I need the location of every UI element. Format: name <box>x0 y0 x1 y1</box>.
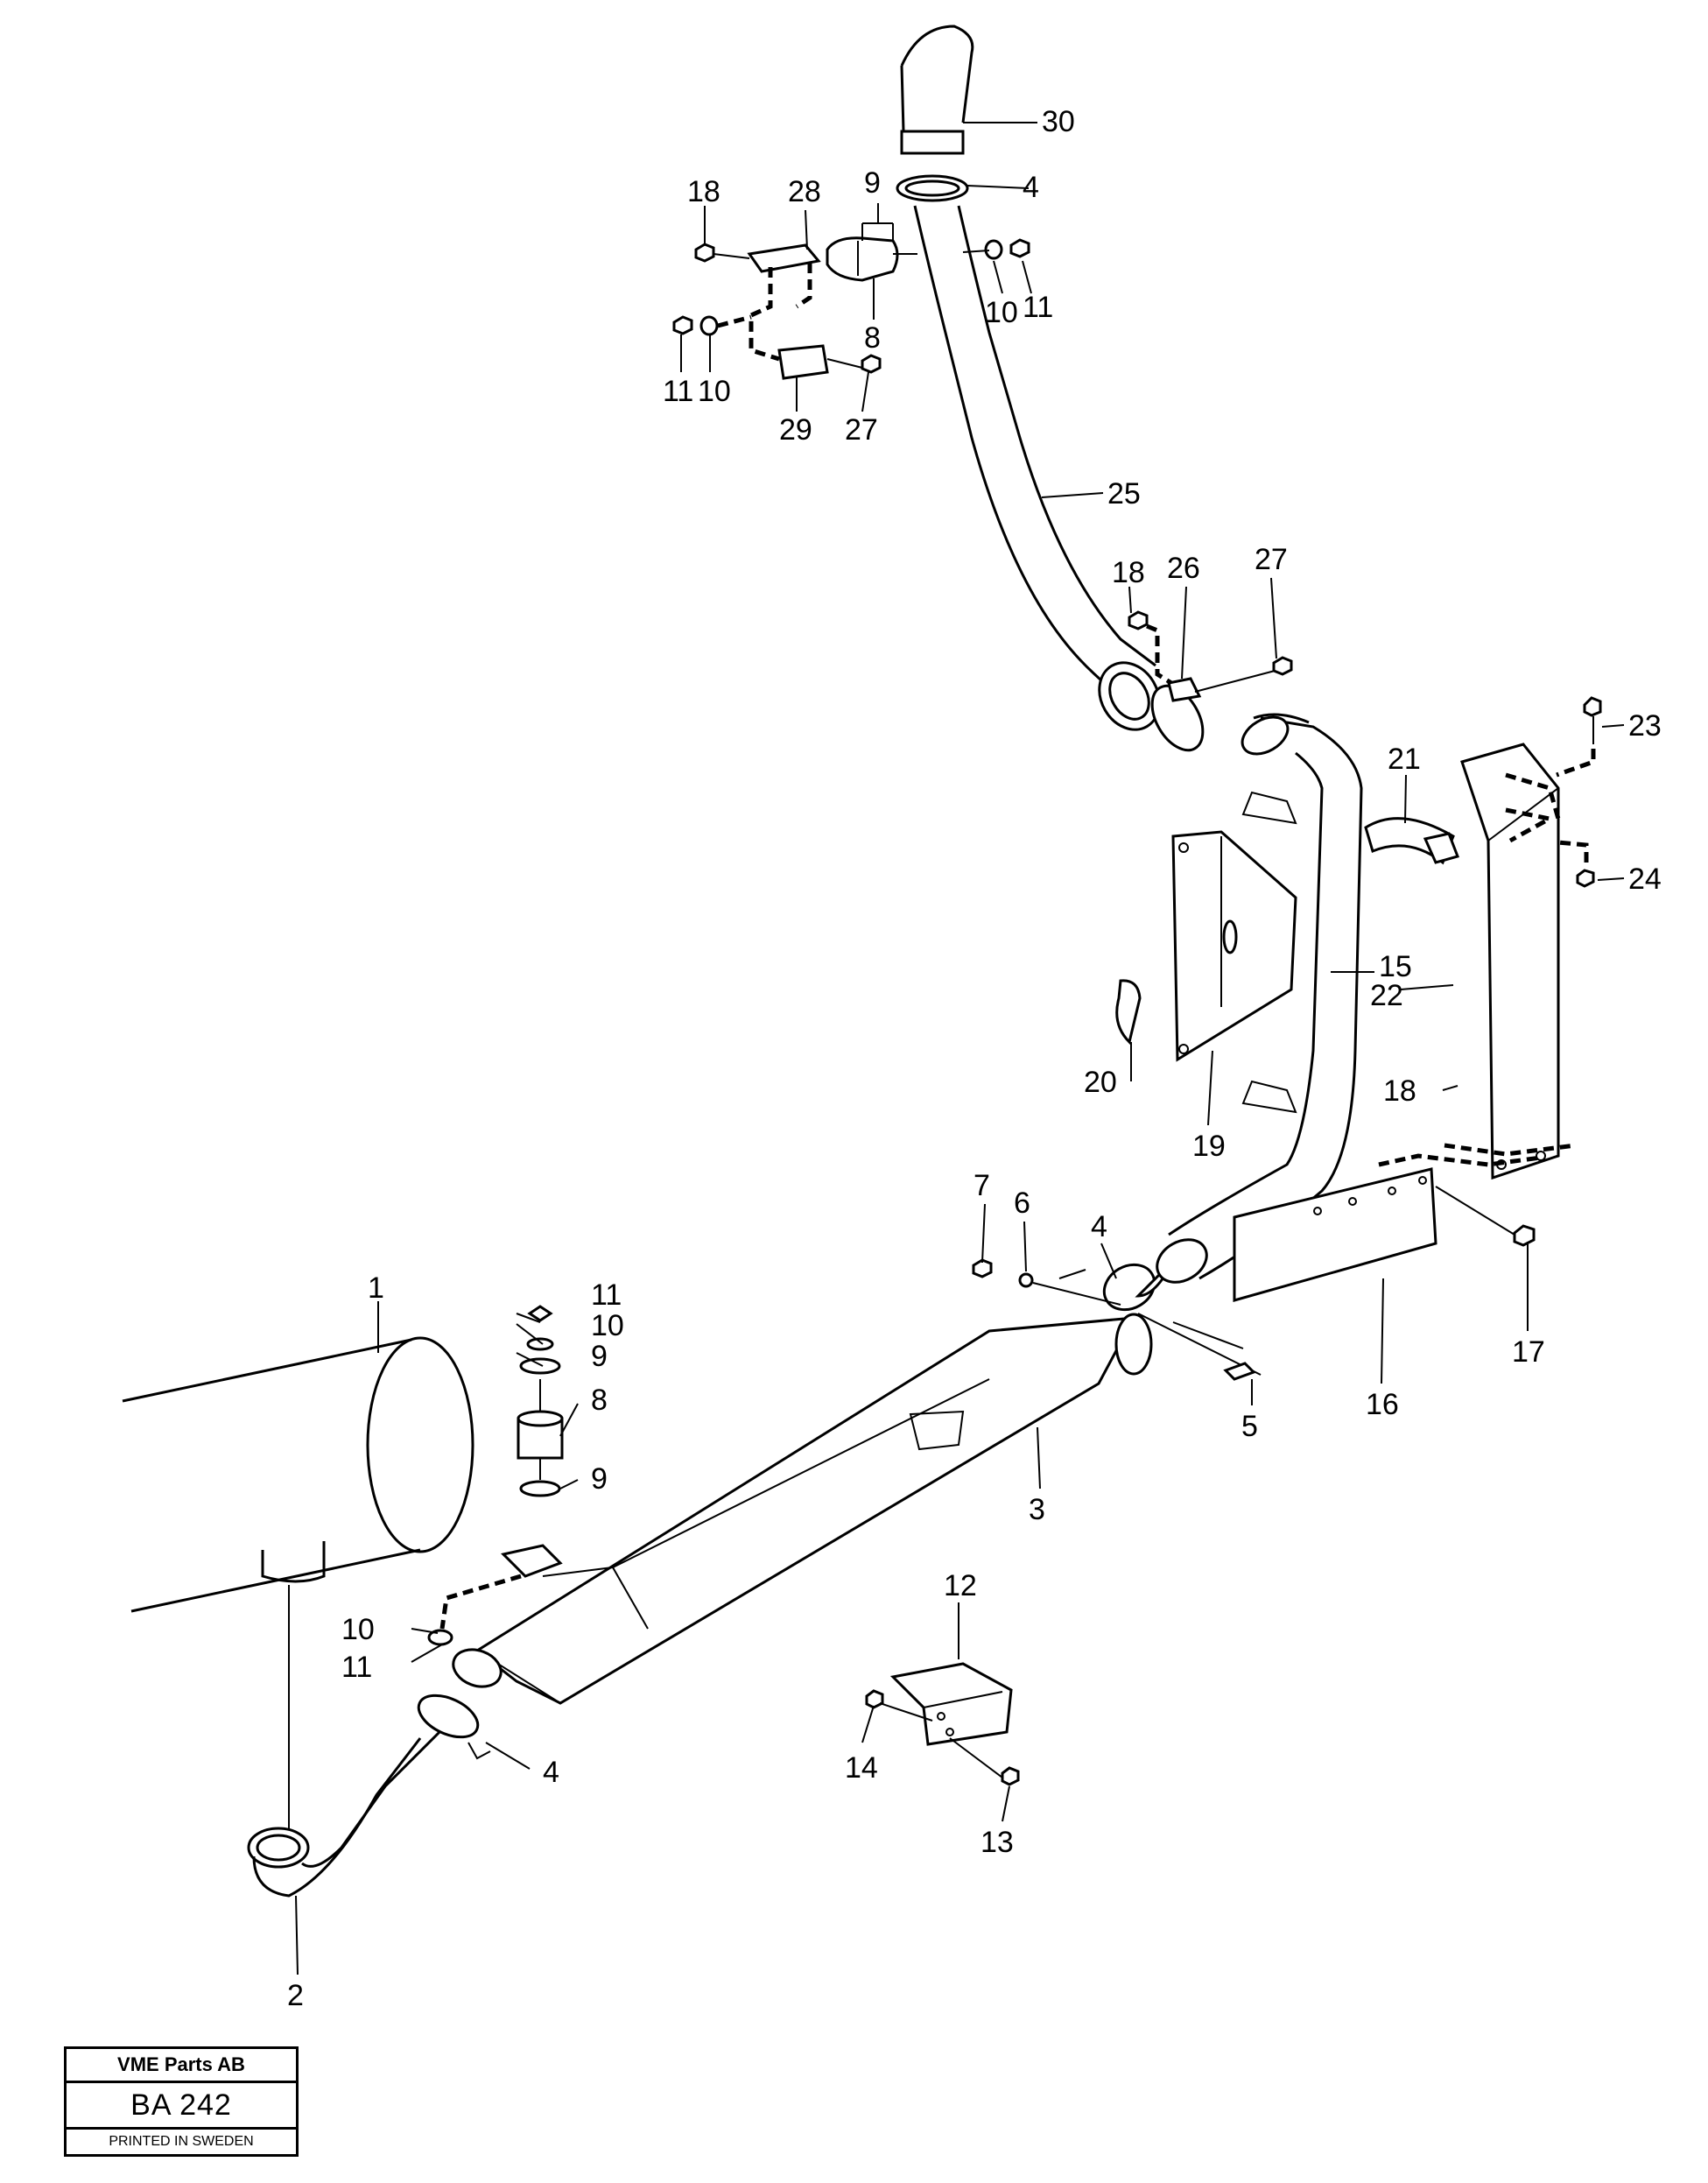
callout-4-upper: 4 <box>1023 171 1039 204</box>
callout-12: 12 <box>944 1569 977 1602</box>
callout-26: 26 <box>1167 552 1200 585</box>
muffler-drum <box>122 1336 474 1848</box>
main-silencer-tube <box>452 1313 1153 1705</box>
callout-10-lower-a: 10 <box>591 1309 624 1342</box>
callout-10-upper-left: 10 <box>698 375 731 408</box>
callout-23: 23 <box>1628 709 1662 743</box>
callout-28: 28 <box>788 175 821 208</box>
callout-5: 5 <box>1241 1410 1258 1443</box>
callout-19: 19 <box>1192 1130 1226 1163</box>
callout-22: 22 <box>1370 979 1403 1012</box>
callout-9-lower-a: 9 <box>591 1340 608 1373</box>
lower-bent-pipe <box>247 1694 491 1898</box>
callout-3: 3 <box>1029 1493 1045 1526</box>
callout-11-upper-right: 11 <box>1023 291 1053 324</box>
callout-16: 16 <box>1366 1388 1399 1421</box>
right-pipe-15 <box>1058 713 1363 1381</box>
callout-14: 14 <box>845 1751 878 1785</box>
title-block: VME Parts AB BA 242 PRINTED IN SWEDEN <box>64 2046 299 2157</box>
bracket-plate-19 <box>1171 830 1297 1062</box>
callout-8-upper: 8 <box>864 321 881 355</box>
callout-18-right: 18 <box>1383 1074 1416 1108</box>
callout-29: 29 <box>779 413 812 447</box>
callout-18-upper-left: 18 <box>687 175 720 208</box>
callout-9-upper: 9 <box>864 166 881 200</box>
callout-11-upper-left: 11 <box>663 375 693 408</box>
leader-lines <box>295 122 1625 1975</box>
bolt-set-5-6-7 <box>972 1258 1244 1349</box>
callout-20: 20 <box>1084 1066 1117 1099</box>
heat-shield-22 <box>1460 743 1561 1180</box>
callout-7: 7 <box>973 1169 990 1202</box>
callout-30: 30 <box>1042 105 1075 138</box>
bolt-23 <box>1556 696 1602 778</box>
callout-24: 24 <box>1628 863 1662 896</box>
callout-4-mid: 4 <box>1091 1210 1107 1243</box>
callout-labels: 1 2 3 4 4 4 5 6 7 8 8 9 9 9 10 10 10 10 … <box>287 105 1662 2012</box>
callout-11-lower-b: 11 <box>341 1651 372 1684</box>
upper-mount-assembly <box>672 236 1030 380</box>
callout-18-mid: 18 <box>1112 556 1145 589</box>
shield-plate-16 <box>1233 1143 1577 1302</box>
callout-10-upper-right: 10 <box>985 296 1018 329</box>
clamp-26 <box>1128 610 1293 752</box>
bracket-12 <box>865 1662 1020 1786</box>
callout-27-upper: 27 <box>845 413 878 447</box>
callout-21: 21 <box>1388 743 1421 776</box>
cotter-pin-20 <box>1115 979 1142 1045</box>
callout-9-lower-b: 9 <box>591 1462 608 1496</box>
lower-mount-stack <box>427 1305 564 1646</box>
drawing-code: BA 242 <box>67 2083 296 2130</box>
strap-band-21 <box>1364 817 1459 865</box>
callout-13: 13 <box>981 1826 1014 1859</box>
printed-note: PRINTED IN SWEDEN <box>109 2134 254 2149</box>
company-name: VME Parts AB <box>67 2049 296 2083</box>
callout-17: 17 <box>1512 1335 1545 1369</box>
callout-6: 6 <box>1014 1187 1030 1220</box>
callout-2: 2 <box>287 1979 304 2012</box>
callout-1: 1 <box>368 1271 384 1305</box>
callout-10-lower-b: 10 <box>341 1613 375 1646</box>
callout-27-mid: 27 <box>1255 543 1288 576</box>
callout-25: 25 <box>1107 477 1141 511</box>
callout-4-lower: 4 <box>543 1756 559 1789</box>
callout-15: 15 <box>1379 950 1412 983</box>
callout-11-lower-a: 11 <box>591 1278 622 1312</box>
upper-pipe-25 <box>896 25 1161 731</box>
callout-8-lower: 8 <box>591 1384 608 1417</box>
nut-24 <box>1557 840 1595 888</box>
